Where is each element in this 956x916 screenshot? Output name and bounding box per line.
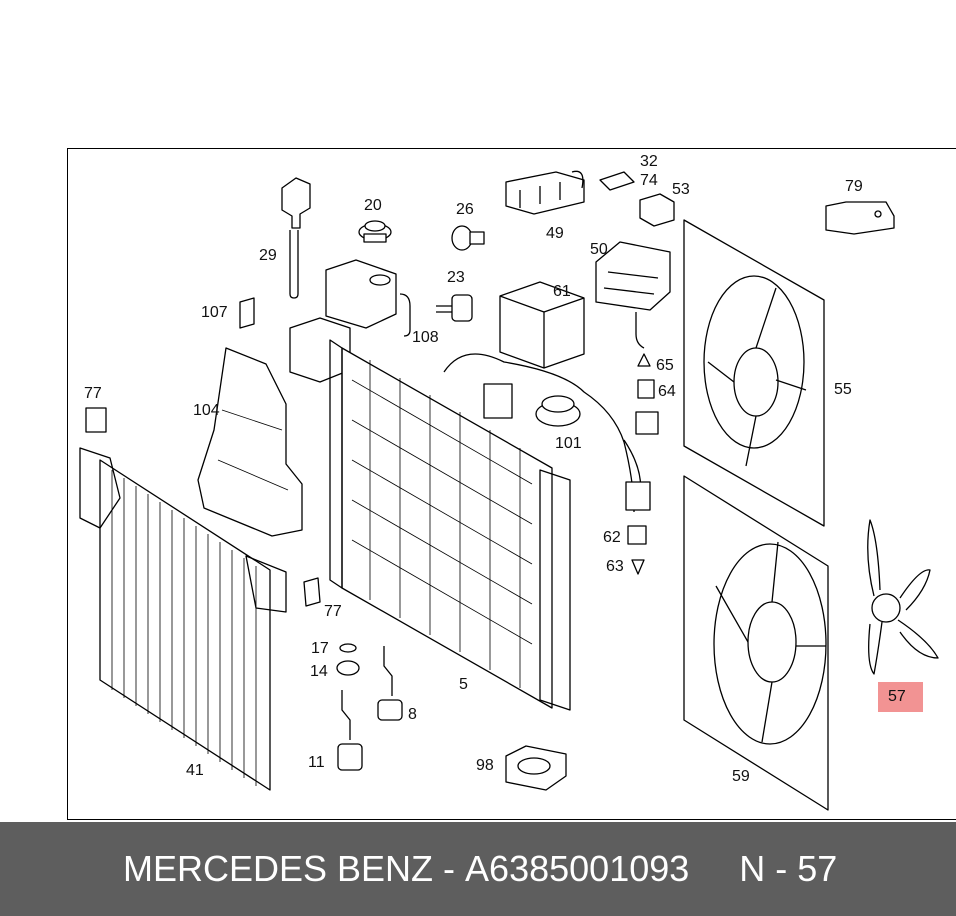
callout-64: 64 <box>658 383 676 400</box>
callout-65: 65 <box>656 357 674 374</box>
footer-part-number: A6385001093 <box>465 848 690 889</box>
part-49-connector <box>505 170 585 215</box>
part-101-grommet <box>535 395 581 427</box>
callout-41: 41 <box>186 762 204 779</box>
part-5-radiator <box>329 339 571 711</box>
callout-55: 55 <box>834 381 852 398</box>
callout-77-upper: 77 <box>84 385 102 402</box>
part-61-module <box>499 281 585 369</box>
part-98-cap <box>505 745 567 791</box>
part-32-74-clip <box>599 171 635 191</box>
footer-brand: MERCEDES BENZ <box>123 848 434 889</box>
footer-bar: MERCEDES BENZ - A6385001093 N - 57 <box>0 822 956 916</box>
callout-98: 98 <box>476 757 494 774</box>
part-17-washer <box>339 643 357 653</box>
callout-101: 101 <box>555 435 582 452</box>
callout-8: 8 <box>408 706 417 723</box>
part-29-sensor <box>281 177 311 299</box>
part-57-fan-blade <box>867 519 939 675</box>
callout-49: 49 <box>546 225 564 242</box>
callout-53: 53 <box>672 181 690 198</box>
part-65-64-connectors <box>635 353 659 435</box>
callout-5: 5 <box>459 676 468 693</box>
callout-57: 57 <box>888 688 906 705</box>
highlight-box <box>878 682 923 712</box>
part-26 <box>451 225 485 251</box>
part-11-mount <box>337 690 363 771</box>
callout-26: 26 <box>456 201 474 218</box>
callout-104: 104 <box>193 402 220 419</box>
part-77-clip-lower <box>303 577 321 607</box>
part-23 <box>436 294 473 322</box>
callout-29: 29 <box>259 247 277 264</box>
part-55-fan-shroud <box>683 219 825 527</box>
footer-separator: - <box>443 848 456 889</box>
part-107-clip <box>239 297 255 329</box>
callout-107: 107 <box>201 304 228 321</box>
part-41-condenser <box>79 447 287 791</box>
callout-11: 11 <box>308 754 325 771</box>
callout-63: 63 <box>606 558 624 575</box>
part-50-fuse-box <box>595 241 671 349</box>
callout-108: 108 <box>412 329 439 346</box>
callout-17: 17 <box>311 640 329 657</box>
part-104-air-duct <box>197 347 303 537</box>
callout-79: 79 <box>845 178 863 195</box>
diagram-frame <box>67 148 956 820</box>
part-62-63-connectors <box>625 481 651 575</box>
callout-59: 59 <box>732 768 750 785</box>
expansion-tank <box>289 259 397 383</box>
callout-50: 50 <box>590 241 608 258</box>
callout-62: 62 <box>603 529 621 546</box>
part-108-hose <box>399 293 411 337</box>
exploded-parts-diagram: 29 20 26 49 32 74 53 79 50 23 61 107 108… <box>79 153 939 811</box>
part-20 <box>358 220 392 243</box>
part-14-grommet <box>336 660 360 676</box>
part-53-relay <box>639 193 675 227</box>
wiring-harness <box>443 353 642 513</box>
callout-labels: 29 20 26 49 32 74 53 79 50 23 61 107 108… <box>84 153 906 785</box>
callout-77-lower: 77 <box>324 603 342 620</box>
callout-74: 74 <box>640 172 658 189</box>
part-79-bracket <box>825 201 895 235</box>
part-77-clip-upper <box>85 407 107 433</box>
callout-20: 20 <box>364 197 382 214</box>
callout-23: 23 <box>447 269 465 286</box>
part-8-mount <box>377 646 403 721</box>
callout-32: 32 <box>640 153 658 170</box>
footer-position-label: N - 57 <box>739 848 838 889</box>
callout-61: 61 <box>553 283 571 300</box>
part-59-fan-shroud <box>683 475 829 811</box>
callout-14: 14 <box>310 663 328 680</box>
